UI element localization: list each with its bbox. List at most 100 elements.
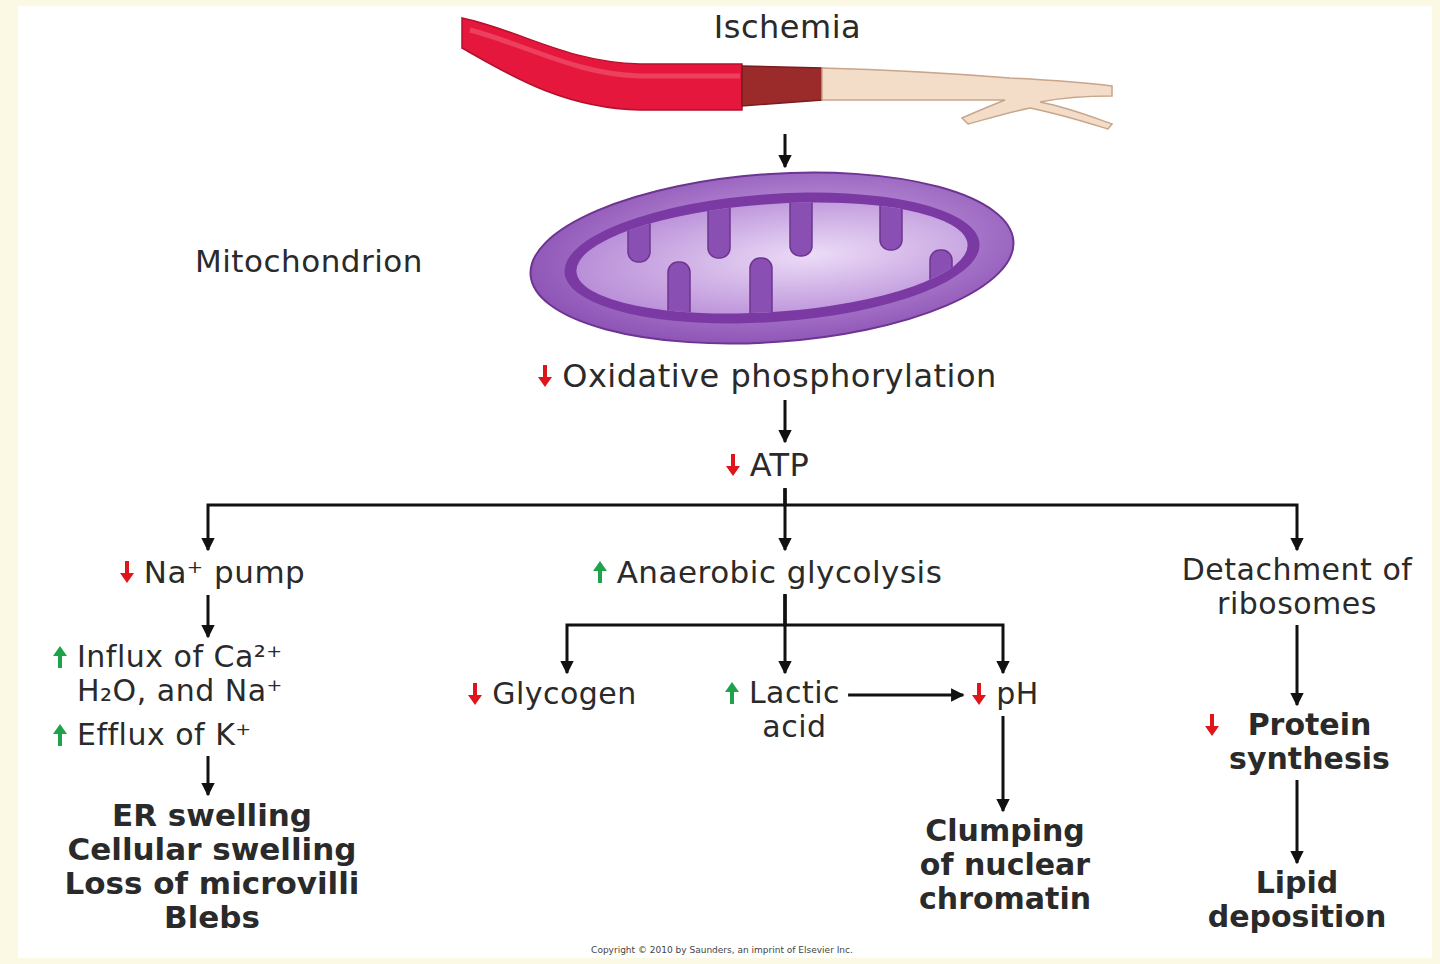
step-text: Glycogen [492,676,637,712]
inner-membrane [560,180,984,337]
flow-arrow [207,756,210,795]
ischemic-vessel [822,68,1112,129]
step-text: Oxidative phosphorylation [562,356,997,396]
step-text: Influx of Ca²⁺ H₂O, and Na⁺ [77,640,283,708]
text-row: ER swelling [65,798,360,832]
outcome-step: Clumping of nuclear chromatin [919,814,1091,916]
text-row: Lactic acid [724,676,840,744]
text-row: Loss of microvilli [65,866,360,900]
text-row: Cellular swelling [65,832,360,866]
text-row: ATP [725,445,810,485]
text-row: Protein synthesis [1204,708,1390,776]
crista [790,180,812,256]
step-text: Protein synthesis [1229,708,1390,776]
text-row: Efflux of K⁺ [52,718,283,752]
flow-step: Glycogen [467,676,637,712]
step-text: Cellular swelling [68,832,357,866]
step-text: Loss of microvilli [65,866,360,900]
text-row: pH [971,676,1039,712]
crista [708,180,730,258]
text-row: Glycogen [467,676,637,712]
flow-arrow [785,594,1003,673]
copyright-note: Copyright © 2010 by Saunders, an imprint… [591,945,853,955]
decrease-arrow [1204,712,1220,738]
flow-step: Na⁺ pump [119,553,306,591]
decrease-arrow [119,559,135,585]
flow-arrow [567,594,785,673]
text-row: Influx of Ca²⁺ H₂O, and Na⁺ [52,640,283,708]
flow-step: Oxidative phosphorylation [537,356,997,396]
text-row: Ischemia [460,7,1115,47]
flow-arrow [207,595,210,637]
arrow-glyph [725,682,739,704]
flow-arrow [784,134,787,167]
text-row: Anaerobic glycolysis [592,553,943,591]
crista [930,250,952,334]
artery-highlight [470,30,740,76]
step-text: Lipid deposition [1208,866,1387,934]
outer-membrane [525,170,1020,348]
decrease-arrow [467,681,483,707]
step-text: Anaerobic glycolysis [617,553,943,591]
arrow-glyph [53,646,67,668]
increase-arrow [724,680,740,706]
arrow-glyph [53,724,67,746]
text-row: Blebs [65,900,360,934]
step-text: ER swelling [112,798,312,832]
flow-arrow [208,488,785,550]
flow-step: Detachment of ribosomes [1182,553,1413,621]
step-text: Blebs [164,900,260,934]
step-text: Clumping of nuclear chromatin [919,814,1091,916]
flow-arrow [784,400,787,442]
flow-arrow [1296,625,1299,705]
arrow-glyph [468,683,482,705]
step-text: pH [996,676,1039,712]
step-text: Lactic acid [749,676,840,744]
text-row: Detachment of ribosomes [1182,553,1413,621]
text-row: Mitochondrion [195,242,515,280]
mitochondrion-node: Mitochondrion [190,170,1020,348]
crista [628,180,650,262]
step-text: ATP [750,445,810,485]
text-row: Lipid deposition [1208,866,1387,934]
decrease-arrow [971,681,987,707]
step-text: Detachment of ribosomes [1182,553,1413,621]
arrow-glyph [972,683,986,705]
crista [750,258,772,342]
arrow-glyph [538,365,552,387]
outcome-step: Lipid deposition [1208,866,1387,934]
flow-step: pH [971,676,1039,712]
arrow-glyph [593,561,607,583]
arrow-glyph [1205,714,1219,736]
flow-arrow [1002,716,1005,811]
crista [668,262,690,342]
step-text: Efflux of K⁺ [77,718,252,752]
flow-step: ATP [725,445,810,485]
step-text: Na⁺ pump [144,553,306,591]
perfused-artery [462,18,742,110]
text-row: Clumping of nuclear chromatin [919,814,1091,916]
decrease-arrow [537,363,553,389]
decrease-arrow [725,452,741,478]
flow-step: Protein synthesis [1204,708,1390,776]
flow-step: Anaerobic glycolysis [592,553,943,591]
step-text: Mitochondrion [195,242,423,280]
flow-arrow [1296,780,1299,863]
step-text: Ischemia [714,7,861,47]
flow-arrow [785,488,1297,550]
flow-step: Lactic acid [724,676,840,744]
arrow-glyph [120,561,134,583]
flow-arrow [848,694,963,697]
outcome-step: ER swellingCellular swellingLoss of micr… [65,798,360,934]
text-row: Oxidative phosphorylation [537,356,997,396]
increase-arrow [52,722,68,748]
crista [880,180,902,250]
increase-arrow [52,644,68,670]
cristae [628,180,952,342]
ion-flux-step: Influx of Ca²⁺ H₂O, and Na⁺ Efflux of K⁺ [52,640,283,752]
increase-arrow [592,559,608,585]
text-row: Na⁺ pump [119,553,306,591]
arrow-glyph [726,454,740,476]
ischemia-node: Ischemia [460,5,1115,130]
